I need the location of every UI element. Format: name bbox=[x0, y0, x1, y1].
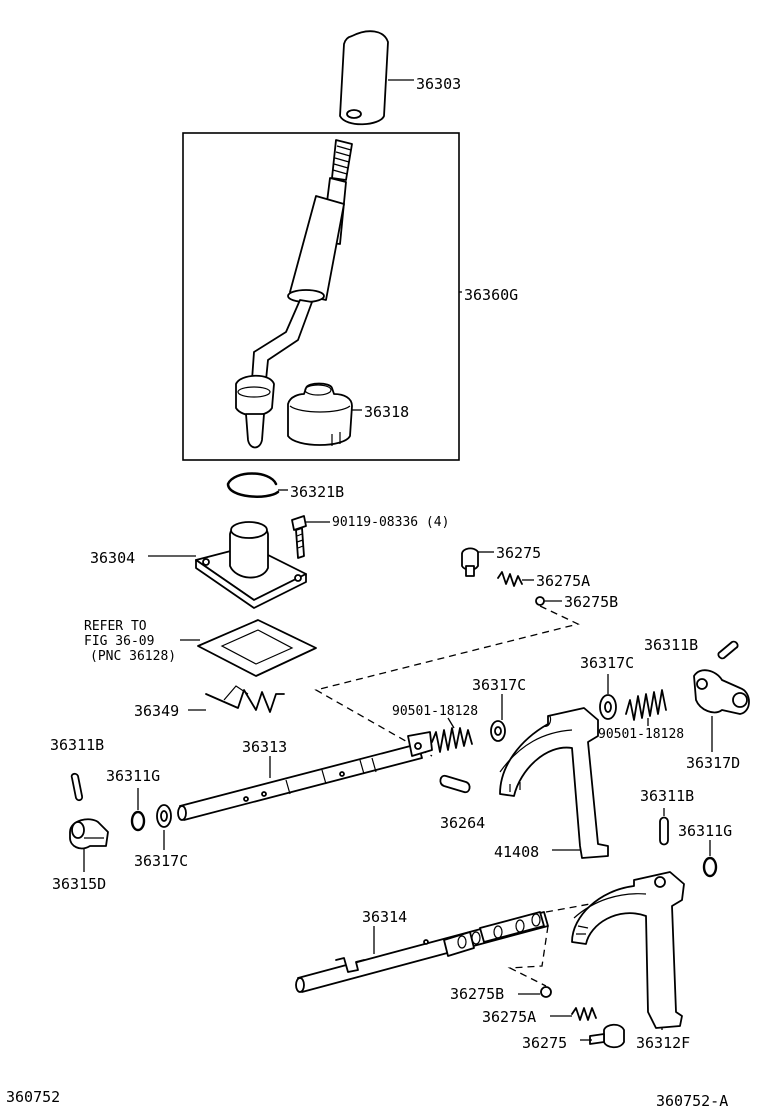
label-36317C-low: 36317C bbox=[134, 852, 188, 870]
pin-36311B-left bbox=[70, 772, 84, 802]
label-90119: 90119-08336 (4) bbox=[332, 515, 449, 530]
label-41408: 41408 bbox=[494, 843, 539, 861]
label-36311B-low: 36311B bbox=[640, 787, 694, 805]
label-36264: 36264 bbox=[440, 814, 485, 832]
lever-assembly-frame bbox=[182, 132, 460, 461]
refer-line-3: (PNC 36128) bbox=[90, 649, 176, 664]
label-36317C-mid: 36317C bbox=[472, 676, 526, 694]
spring-90501-left bbox=[431, 727, 473, 753]
shift-fork-36312F bbox=[571, 871, 685, 1029]
label-90501-right: 90501-18128 bbox=[598, 727, 684, 742]
label-36318: 36318 bbox=[364, 403, 409, 421]
washer-36317C-low bbox=[156, 804, 172, 828]
label-36303: 36303 bbox=[416, 75, 461, 93]
shift-shaft-36314 bbox=[295, 911, 549, 993]
label-36275B-low: 36275B bbox=[450, 985, 504, 1003]
lever-housing bbox=[195, 521, 307, 609]
shift-head-36317D bbox=[693, 669, 750, 715]
detent-path-lower bbox=[507, 903, 591, 987]
spring-36275A-top bbox=[497, 571, 523, 587]
refer-line-1: REFER TO bbox=[84, 619, 147, 634]
label-36275-top: 36275 bbox=[496, 544, 541, 562]
ball-36275B-low bbox=[540, 986, 552, 998]
shift-shaft-36313 bbox=[177, 731, 433, 821]
label-36275A-low: 36275A bbox=[482, 1008, 536, 1026]
label-36321B: 36321B bbox=[290, 483, 344, 501]
pin-36311B-right bbox=[717, 640, 739, 660]
pin-36311B-low bbox=[659, 816, 669, 846]
label-36317C-right: 36317C bbox=[580, 654, 634, 672]
shift-lever bbox=[235, 139, 353, 449]
label-90501-left: 90501-18128 bbox=[392, 704, 478, 719]
label-36312F: 36312F bbox=[636, 1034, 690, 1052]
spring-90501-right bbox=[625, 689, 667, 721]
label-36275A-top: 36275A bbox=[536, 572, 590, 590]
clip-36311G-right bbox=[702, 856, 718, 878]
shift-fork-41408 bbox=[499, 707, 609, 859]
label-36275-low: 36275 bbox=[522, 1034, 567, 1052]
select-spring bbox=[205, 685, 285, 713]
ball-36275B-top bbox=[535, 596, 545, 606]
shift-knob bbox=[339, 30, 389, 126]
pin-36264 bbox=[439, 774, 471, 794]
label-36317D: 36317D bbox=[686, 754, 740, 772]
plug-36275-top bbox=[461, 547, 479, 577]
snap-ring bbox=[226, 472, 280, 498]
label-36311G-right: 36311G bbox=[678, 822, 732, 840]
label-36311B-right: 36311B bbox=[644, 636, 698, 654]
diagram-code-left: 360752 bbox=[6, 1088, 60, 1106]
label-36311B-left: 36311B bbox=[50, 736, 104, 754]
label-36311G-left: 36311G bbox=[106, 767, 160, 785]
shift-boot bbox=[287, 382, 353, 446]
bolt-90119 bbox=[291, 515, 307, 559]
label-36315D: 36315D bbox=[52, 875, 106, 893]
diagram-code-right: 360752-A bbox=[656, 1092, 728, 1110]
washer-36317C-mid bbox=[490, 720, 506, 742]
head-36315D bbox=[69, 818, 109, 850]
label-36275B-top: 36275B bbox=[564, 593, 618, 611]
refer-line-2: FIG 36-09 bbox=[84, 634, 154, 649]
detent-path-upper bbox=[314, 605, 580, 757]
spring-36275A-low bbox=[571, 1007, 597, 1021]
label-36313: 36313 bbox=[242, 738, 287, 756]
clip-36311G-left bbox=[130, 810, 146, 832]
label-36314: 36314 bbox=[362, 908, 407, 926]
label-36304: 36304 bbox=[90, 549, 135, 567]
label-36349: 36349 bbox=[134, 702, 179, 720]
washer-36317C-right bbox=[599, 694, 617, 720]
label-36360G: 36360G bbox=[464, 286, 518, 304]
plug-36275-low bbox=[589, 1023, 625, 1049]
housing-gasket bbox=[197, 619, 317, 677]
